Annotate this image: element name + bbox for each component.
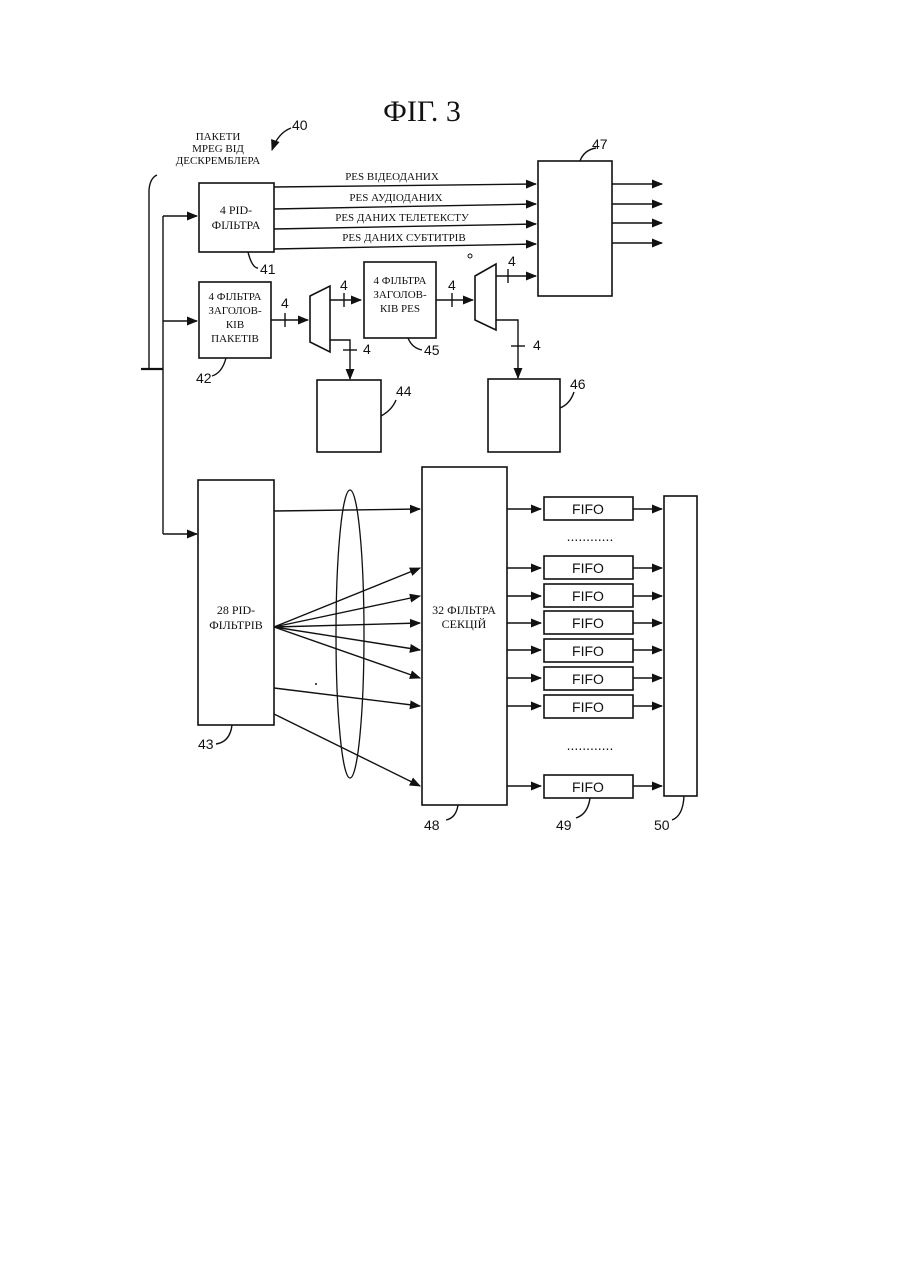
block-42-line-3: КІВ xyxy=(226,319,244,331)
section-filter-32-block xyxy=(422,467,507,805)
ref-46-leader xyxy=(560,392,574,408)
pes-subtitles-arrow xyxy=(274,244,536,249)
fifo-row-5: FIFO xyxy=(507,639,662,662)
fifo-ellipsis-top: ............ xyxy=(567,528,614,544)
pes-video-label: PES ВІДЕОДАНИХ xyxy=(345,171,439,183)
fifo-row-3: FIFO xyxy=(507,584,662,607)
fifo-label-2: FIFO xyxy=(572,560,604,576)
buffer-block-46 xyxy=(488,379,560,452)
mux2-to-46-line xyxy=(496,320,518,346)
ref-49-leader xyxy=(576,798,590,818)
ref-45-label: 45 xyxy=(424,342,440,358)
block-48-line-2: СЕКЦІЙ xyxy=(442,617,487,631)
ref-40-label: 40 xyxy=(292,117,308,133)
input-label-line-2: MPEG ВІД xyxy=(192,143,244,155)
ref-41-label: 41 xyxy=(260,261,276,277)
fifo-ellipsis-bottom: ............ xyxy=(567,737,614,753)
ref-48-label: 48 xyxy=(424,817,440,833)
ref-42-leader xyxy=(212,358,226,376)
ref-44-leader xyxy=(381,400,396,416)
ref-49-label: 49 xyxy=(556,817,572,833)
buffer-block-44 xyxy=(317,380,381,452)
demux-1 xyxy=(310,286,330,352)
bus-width-label-2: 4 xyxy=(340,277,348,293)
block-42-line-1: 4 ФІЛЬТРА xyxy=(209,291,262,303)
block-43-line-2: ФІЛЬТРІВ xyxy=(209,618,263,632)
ref-42-label: 42 xyxy=(196,370,212,386)
pes-subtitles-label: PES ДАНИХ СУБТИТРІВ xyxy=(342,232,465,244)
fanout-arrows xyxy=(274,509,420,786)
fifo-row-2: FIFO xyxy=(507,556,662,579)
block-45-line-3: КІВ PES xyxy=(380,303,420,315)
pes-audio-arrow xyxy=(274,204,536,209)
ref-44-label: 44 xyxy=(396,383,412,399)
fifo-row-1: FIFO xyxy=(507,497,662,520)
ref-50-label: 50 xyxy=(654,817,670,833)
fifo-row-6: FIFO xyxy=(507,667,662,690)
block-41-line-1: 4 PID- xyxy=(220,203,252,217)
fifo-label-3: FIFO xyxy=(572,588,604,604)
ref-50-leader xyxy=(672,796,684,820)
small-dot-mark xyxy=(468,254,472,258)
bus-width-label-4: 4 xyxy=(448,277,456,293)
block-45-line-1: 4 ФІЛЬТРА xyxy=(374,275,427,287)
fifo-row-7: FIFO xyxy=(507,695,662,718)
ref-46-label: 46 xyxy=(570,376,586,392)
block-42-line-2: ЗАГОЛОВ- xyxy=(208,305,262,317)
fifo-row-4: FIFO xyxy=(507,611,662,634)
figure-title: ФІГ. 3 xyxy=(383,95,461,128)
block-45-line-2: ЗАГОЛОВ- xyxy=(373,289,427,301)
fifo-label-8: FIFO xyxy=(572,779,604,795)
input-label-line-1: ПАКЕТИ xyxy=(196,131,241,143)
ref-47-label: 47 xyxy=(592,136,608,152)
pes-teletext-arrow xyxy=(274,224,536,229)
grouping-ellipse xyxy=(336,490,364,778)
pes-teletext-label: PES ДАНИХ ТЕЛЕТЕКСТУ xyxy=(335,212,469,224)
fifo-label-6: FIFO xyxy=(572,671,604,687)
ref-45-leader xyxy=(408,338,422,350)
fifo-label-4: FIFO xyxy=(572,615,604,631)
bus-width-label-1: 4 xyxy=(281,295,289,311)
demux-2 xyxy=(475,264,496,330)
fifo-label-1: FIFO xyxy=(572,501,604,517)
bus-width-label-5: 4 xyxy=(508,253,516,269)
block-42-line-4: ПАКЕТІВ xyxy=(211,333,259,345)
ref-40-arrow xyxy=(272,128,291,150)
block-43-line-1: 28 PID- xyxy=(217,603,255,617)
ref-43-label: 43 xyxy=(198,736,214,752)
output-block-50 xyxy=(664,496,697,796)
pes-video-arrow xyxy=(274,184,536,187)
block-41-line-2: ФІЛЬТРА xyxy=(212,218,261,232)
input-label-line-3: ДЕСКРЕМБЛЕРА xyxy=(176,155,260,167)
ref-41-leader xyxy=(248,252,258,268)
input-label: ПАКЕТИ MPEG ВІД ДЕСКРЕМБЛЕРА xyxy=(176,131,260,167)
output-block-47 xyxy=(538,161,612,296)
fifo-row-8: FIFO xyxy=(507,775,662,798)
fifo-label-5: FIFO xyxy=(572,643,604,659)
ref-48-leader xyxy=(446,805,458,820)
input-line xyxy=(149,175,157,369)
bus-width-label-3: 4 xyxy=(363,341,371,357)
speck-mark xyxy=(315,683,317,685)
pes-audio-label: PES АУДІОДАНИХ xyxy=(349,192,442,204)
ref-43-leader xyxy=(216,725,232,744)
block-48-line-1: 32 ФІЛЬТРА xyxy=(432,603,496,617)
fifo-label-7: FIFO xyxy=(572,699,604,715)
bus-width-label-6: 4 xyxy=(533,337,541,353)
